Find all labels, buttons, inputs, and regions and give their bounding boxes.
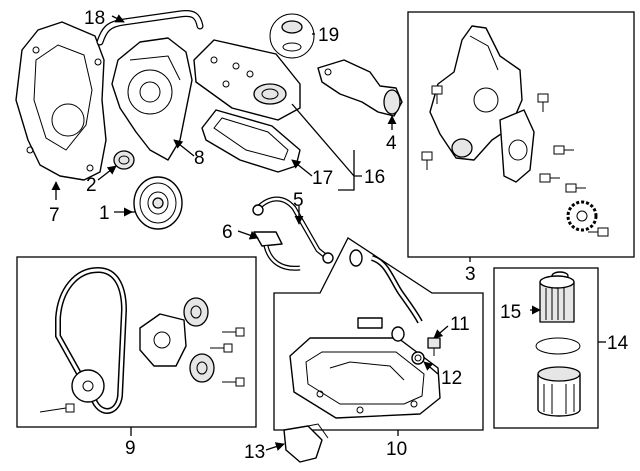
callout-19: 19 [318,25,339,46]
upper-cover-part [111,37,193,161]
oil-filter-element-part [539,271,575,323]
breather-hose-part [96,10,204,46]
callout-16: 16 [364,167,385,188]
tensioner-part [71,297,215,403]
belt-bolts-part [39,327,245,413]
callout-3: 3 [465,264,476,285]
oil-pipe-part [252,196,334,264]
callout-4: 4 [386,133,397,154]
callout-14: 14 [607,333,629,354]
callout-12: 12 [441,368,462,389]
callout-13: 13 [244,442,265,463]
callout-11: 11 [450,314,470,335]
callout-18: 18 [84,8,105,29]
belt-group-box [16,256,257,428]
crankshaft-pulley-part [133,176,183,230]
callout-2: 2 [86,175,97,196]
callout-labels: 18 19 7 2 1 8 4 16 17 5 6 3 9 15 14 11 1… [49,8,629,463]
drain-plug-part [427,337,441,356]
callout-5: 5 [293,190,304,211]
oil-filler-cap-part [269,13,315,59]
callout-9: 9 [125,438,136,459]
oil-filter-cap-part [537,366,581,417]
bushing-part [113,150,135,170]
callout-6: 6 [222,222,233,243]
water-outlet-part [317,59,403,117]
callout-8: 8 [194,148,205,169]
drive-belt-part [55,266,128,414]
callout-15: 15 [500,302,521,323]
callout-10: 10 [386,439,407,460]
valve-cover-gasket-part [201,109,301,173]
oil-pipe-bracket-part [253,231,301,271]
drain-washer-part [411,351,425,365]
callout-7: 7 [49,205,60,226]
oil-pump-group-box [407,11,635,258]
oil-filter-oring-part [535,337,581,355]
oil-pickup-tube-part [349,249,423,342]
timing-cover-part [15,21,107,181]
callout-17: 17 [312,168,333,189]
oil-filter-group-box [493,267,599,429]
oil-pump-part [421,25,609,237]
oil-pan-part [289,337,441,419]
bracket-part [283,423,329,463]
cylinder-head-cover-part [193,39,301,121]
callout-1: 1 [99,203,110,224]
leader-lines [51,14,606,451]
